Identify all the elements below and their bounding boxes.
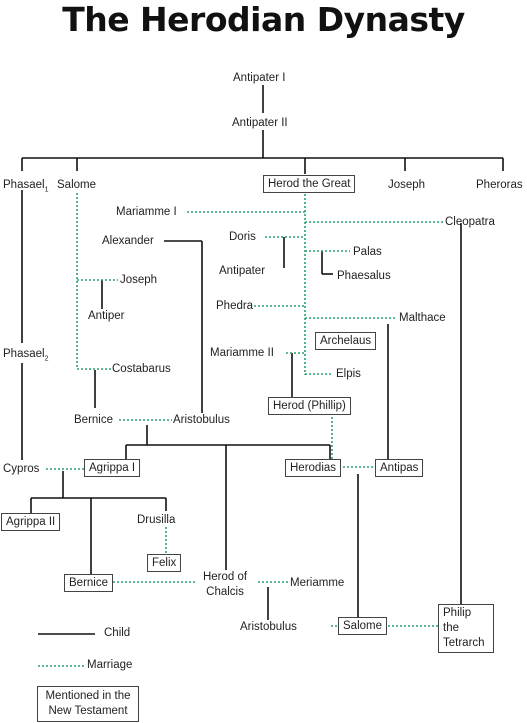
person-phasael-2: Phasael2 — [3, 348, 49, 363]
person-cypros: Cypros — [3, 463, 40, 475]
person-mariamme-i: Mariamme I — [116, 206, 177, 218]
person-agrippa-ii: Agrippa II — [1, 513, 61, 531]
person-cleopatra: Cleopatra — [445, 216, 495, 228]
person-aristobulus-grandson: Aristobulus — [240, 621, 297, 633]
person-drusilla: Drusilla — [137, 514, 176, 526]
person-felix: Felix — [147, 554, 182, 572]
person-agrippa-i: Agrippa I — [84, 459, 141, 477]
person-herod-the-great: Herod the Great — [263, 175, 356, 193]
person-palas: Palas — [353, 246, 382, 258]
person-elpis: Elpis — [336, 368, 361, 380]
person-antipas: Antipas — [375, 459, 424, 477]
person-alexander: Alexander — [102, 235, 154, 247]
legend-marriage-label: Marriage — [87, 659, 133, 671]
person-salome-daughter: Salome — [338, 617, 387, 635]
person-costabarus: Costabarus — [112, 363, 171, 375]
person-herod-of-chalcis: Herod of Chalcis — [202, 571, 248, 598]
person-bernice-daughter: Bernice — [64, 574, 113, 592]
person-joseph-husband: Joseph — [120, 274, 158, 286]
child-lines — [21, 85, 504, 635]
diagram-title: The Herodian Dynasty — [62, 0, 465, 39]
person-philip-the-tetrarch: Philip the Tetrarch — [438, 604, 494, 653]
person-herodias: Herodias — [285, 459, 342, 477]
legend-new-testament-box: Mentioned in the New Testament — [37, 686, 139, 722]
person-malthace: Malthace — [399, 312, 446, 324]
person-mariamme-ii: Mariamme II — [210, 347, 274, 359]
person-phasael-1: Phasael1 — [3, 179, 49, 194]
person-antipater-son: Antipater — [219, 265, 266, 277]
marriage-lines — [38, 193, 444, 667]
person-aristobulus-son: Aristobulus — [173, 414, 230, 426]
person-pheroras: Pheroras — [476, 179, 523, 191]
person-meriamme: Meriamme — [290, 577, 345, 589]
person-antipater-i: Antipater I — [233, 72, 286, 84]
person-salome-sister: Salome — [57, 179, 96, 191]
legend-child-label: Child — [104, 627, 131, 639]
person-archelaus: Archelaus — [315, 332, 377, 350]
person-antiper: Antiper — [88, 310, 125, 322]
person-phedra: Phedra — [216, 300, 254, 312]
person-herod-phillip: Herod (Phillip) — [268, 397, 351, 415]
person-doris: Doris — [229, 231, 256, 243]
person-bernice-mother: Bernice — [74, 414, 113, 426]
person-antipater-ii: Antipater II — [232, 117, 288, 129]
person-joseph-brother: Joseph — [388, 179, 426, 191]
person-phaesalus: Phaesalus — [337, 270, 391, 282]
